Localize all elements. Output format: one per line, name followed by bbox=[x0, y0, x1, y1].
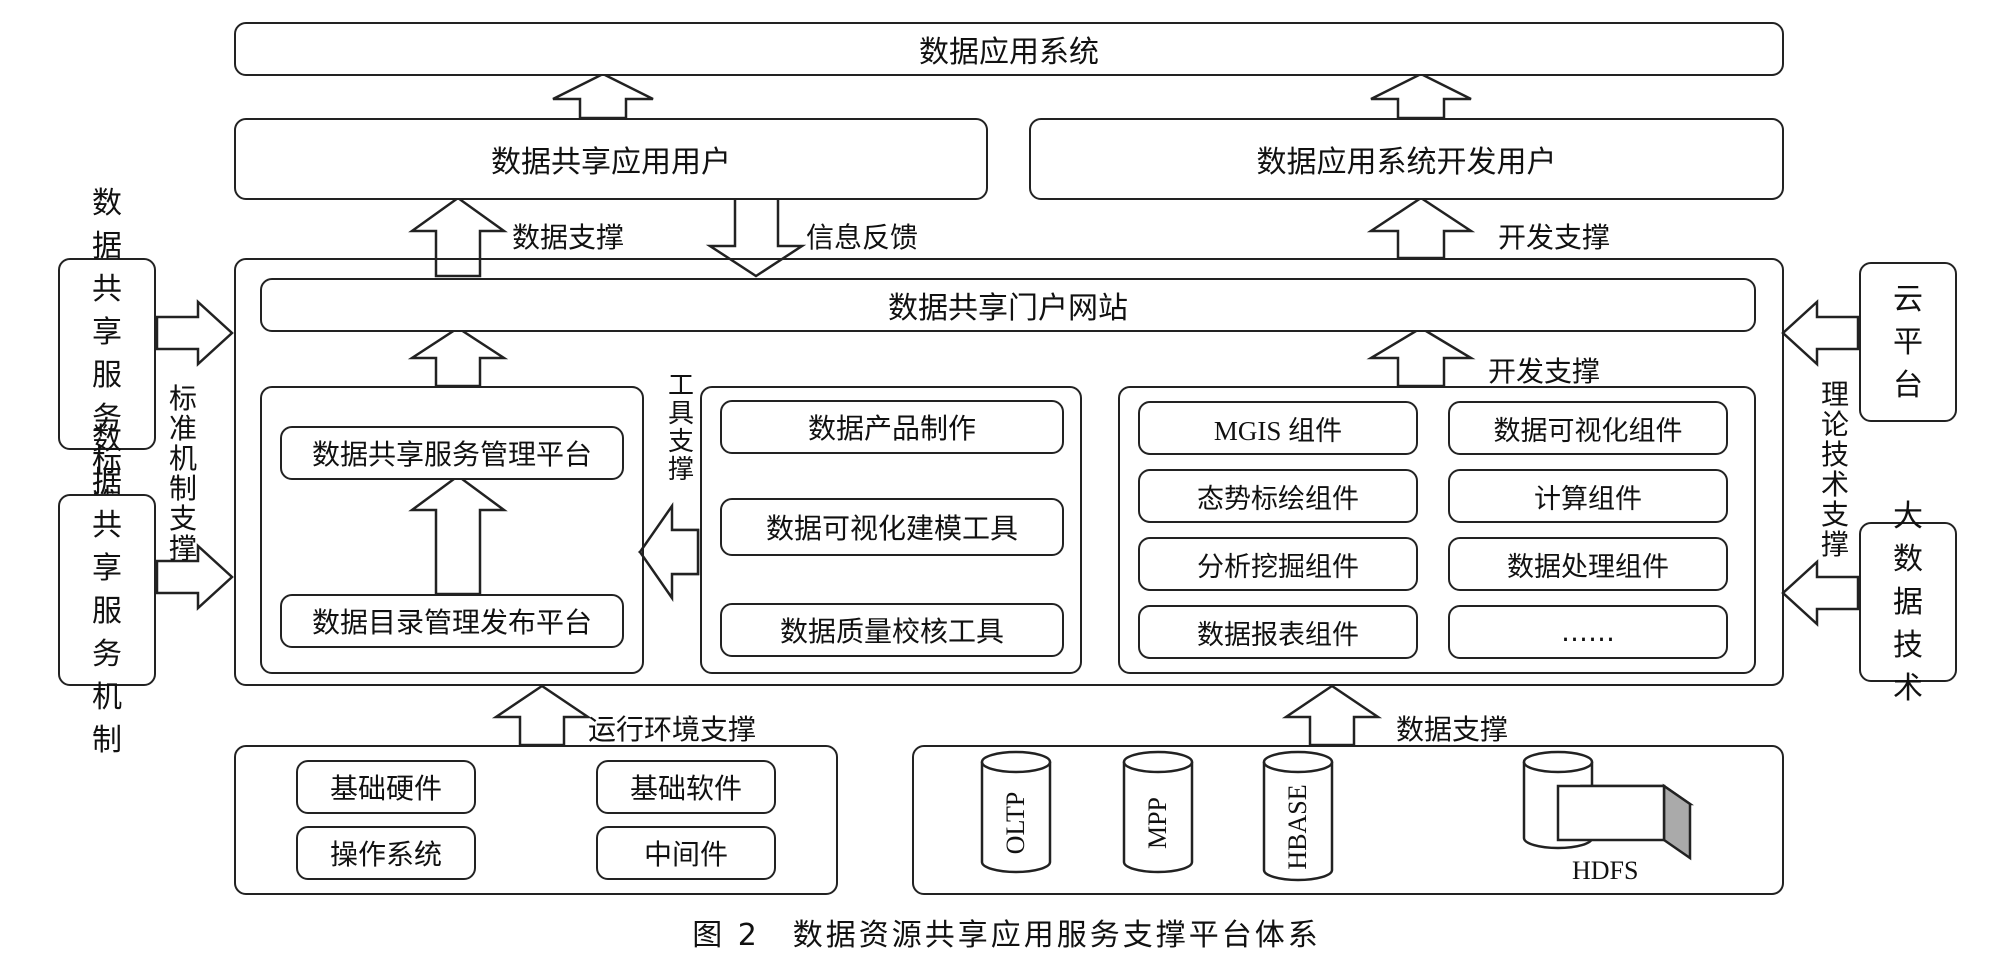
arrow-up-icon bbox=[1366, 196, 1476, 260]
component-box-1: MGIS 组件 bbox=[1138, 401, 1418, 455]
standard-box: 数据共享服务标准 bbox=[58, 186, 156, 522]
component-box-8: …… bbox=[1448, 605, 1728, 659]
service-mgmt-platform-label: 数据共享服务管理平台 bbox=[311, 438, 592, 471]
storage-block-icon bbox=[1556, 783, 1695, 861]
arrow-up-icon bbox=[408, 196, 508, 278]
infra-box-1: 基础硬件 bbox=[296, 760, 476, 814]
catalog-mgmt-platform-box: 数据目录管理发布平台 bbox=[280, 594, 624, 648]
tool-label-2: 数据可视化建模工具 bbox=[765, 512, 1018, 545]
tool-box-3: 数据质量校核工具 bbox=[720, 603, 1064, 657]
infra-label-2: 基础软件 bbox=[629, 772, 742, 805]
arrow-right-icon bbox=[155, 543, 234, 611]
mechanism-label: 数据共享服务机制 bbox=[92, 422, 122, 758]
portal-label: 数据共享门户网站 bbox=[888, 291, 1128, 326]
cloud-box: 云平台 bbox=[1859, 262, 1957, 422]
tool-label-1: 数据产品制作 bbox=[807, 412, 976, 445]
component-label-5: 分析挖掘组件 bbox=[1197, 551, 1359, 583]
standard-label: 数据共享服务标准 bbox=[92, 186, 122, 522]
component-label-1: MGIS 组件 bbox=[1213, 415, 1343, 446]
data-support-bottom-label: 数据支撑 bbox=[1396, 713, 1509, 746]
data-application-system-label: 数据应用系统 bbox=[919, 35, 1099, 70]
platform-panel bbox=[260, 386, 644, 674]
info-feedback-label: 信息反馈 bbox=[806, 221, 919, 254]
arrow-up-icon bbox=[491, 684, 593, 747]
data-application-system-box: 数据应用系统 bbox=[234, 22, 1784, 76]
cloud-label: 云平台 bbox=[1893, 281, 1923, 403]
infra-box-3: 操作系统 bbox=[296, 826, 476, 880]
arrow-left-icon bbox=[638, 502, 700, 602]
arrow-up-icon bbox=[407, 326, 509, 388]
hdfs-label: HDFS bbox=[1572, 856, 1639, 885]
infrastructure-panel bbox=[234, 745, 838, 895]
theory-tech-support-label: 理论技术支撑 bbox=[1820, 378, 1849, 561]
arrow-right-icon bbox=[155, 299, 234, 367]
database-cylinder-oltp bbox=[980, 750, 1052, 874]
main-platform-container bbox=[234, 258, 1784, 686]
component-box-7: 数据报表组件 bbox=[1138, 605, 1418, 659]
database-cylinder-mpp bbox=[1122, 750, 1194, 874]
component-label-6: 数据处理组件 bbox=[1507, 551, 1669, 583]
infra-label-1: 基础硬件 bbox=[329, 772, 442, 805]
arrow-up-icon bbox=[1370, 72, 1472, 120]
tools-panel bbox=[700, 386, 1082, 674]
infra-box-2: 基础软件 bbox=[596, 760, 776, 814]
storage-panel bbox=[912, 745, 1784, 895]
component-label-7: 数据报表组件 bbox=[1197, 619, 1359, 651]
portal-box: 数据共享门户网站 bbox=[260, 278, 1756, 332]
mpp-label: MPP bbox=[1143, 796, 1172, 850]
arrow-up-icon bbox=[1366, 326, 1476, 388]
components-panel bbox=[1118, 386, 1756, 674]
share-user-box: 数据共享应用用户 bbox=[234, 118, 988, 200]
service-mgmt-platform-box: 数据共享服务管理平台 bbox=[280, 426, 624, 480]
catalog-mgmt-platform-label: 数据目录管理发布平台 bbox=[311, 606, 592, 639]
component-label-8: …… bbox=[1561, 616, 1615, 648]
component-box-3: 态势标绘组件 bbox=[1138, 469, 1418, 523]
infra-label-4: 中间件 bbox=[643, 838, 728, 871]
dev-support-top-label: 开发支撑 bbox=[1498, 221, 1611, 254]
infra-box-4: 中间件 bbox=[596, 826, 776, 880]
infra-label-3: 操作系统 bbox=[329, 838, 442, 871]
bigdata-label: 大数据技术 bbox=[1893, 498, 1923, 706]
data-support-label: 数据支撑 bbox=[512, 221, 625, 254]
arrow-left-icon bbox=[1781, 299, 1860, 367]
arrow-up-icon bbox=[1281, 684, 1383, 747]
component-box-5: 分析挖掘组件 bbox=[1138, 537, 1418, 591]
arrow-left-icon bbox=[1781, 559, 1860, 627]
component-box-2: 数据可视化组件 bbox=[1448, 401, 1728, 455]
bigdata-box: 大数据技术 bbox=[1859, 499, 1957, 706]
runtime-support-label: 运行环境支撑 bbox=[588, 713, 757, 746]
component-box-4: 计算组件 bbox=[1448, 469, 1728, 523]
component-box-6: 数据处理组件 bbox=[1448, 537, 1728, 591]
tool-support-label: 工具支撑 bbox=[667, 371, 694, 485]
dev-support-inner-label: 开发支撑 bbox=[1488, 355, 1601, 388]
share-user-label: 数据共享应用用户 bbox=[491, 145, 731, 180]
standard-mechanism-support-label: 标准机制支撑 bbox=[168, 382, 197, 565]
oltp-label: OLTP bbox=[1001, 791, 1030, 855]
component-label-2: 数据可视化组件 bbox=[1493, 415, 1683, 447]
dev-user-box: 数据应用系统开发用户 bbox=[1029, 118, 1784, 200]
mechanism-box: 数据共享服务机制 bbox=[58, 422, 156, 758]
tool-label-3: 数据质量校核工具 bbox=[779, 615, 1004, 648]
tool-box-1: 数据产品制作 bbox=[720, 400, 1064, 454]
tool-box-2: 数据可视化建模工具 bbox=[720, 498, 1064, 556]
database-cylinder-hbase bbox=[1262, 750, 1334, 882]
dev-user-label: 数据应用系统开发用户 bbox=[1256, 145, 1557, 180]
hbase-label: HBASE bbox=[1283, 784, 1312, 870]
component-label-3: 态势标绘组件 bbox=[1197, 483, 1359, 515]
component-label-4: 计算组件 bbox=[1534, 483, 1642, 515]
arrow-up-icon bbox=[552, 72, 654, 120]
arrow-down-icon bbox=[705, 196, 807, 278]
arrow-up-icon bbox=[408, 474, 508, 596]
figure-caption: 图 2 数据资源共享应用服务支撑平台体系 bbox=[692, 918, 1321, 953]
